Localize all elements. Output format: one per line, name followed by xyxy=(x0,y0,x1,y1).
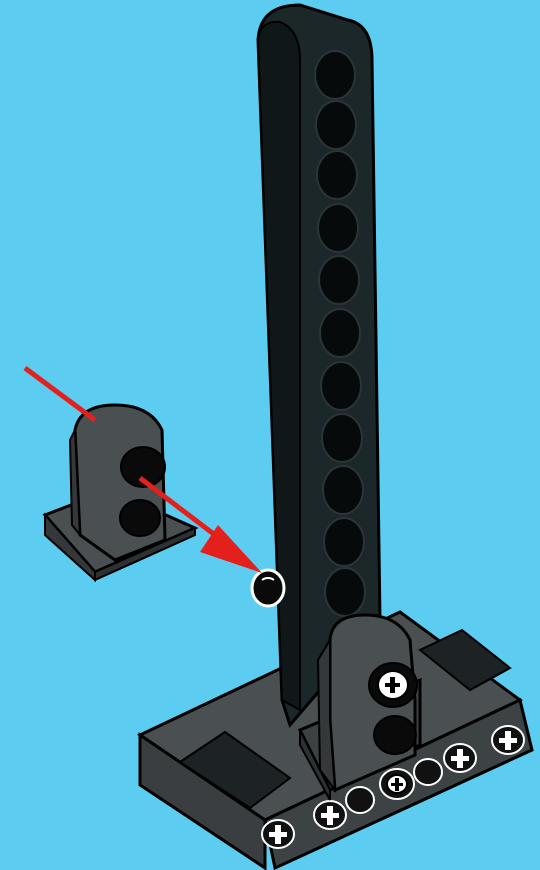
axle-hole-icon xyxy=(262,820,294,848)
pin-hole-icon xyxy=(374,716,416,754)
loose-connector-block xyxy=(45,405,195,580)
pin-hole-icon xyxy=(120,500,160,536)
pin-hole-icon xyxy=(414,759,442,785)
axle-hole-icon xyxy=(444,744,476,772)
axle-pin-icon xyxy=(380,769,414,799)
axle-hole-icon xyxy=(314,801,346,829)
arrow-icon xyxy=(25,368,95,420)
axle-pin-icon xyxy=(252,570,284,606)
pin-hole-icon xyxy=(346,787,374,813)
axle-hole-icon xyxy=(492,726,524,754)
axle-pin-icon xyxy=(369,663,417,707)
